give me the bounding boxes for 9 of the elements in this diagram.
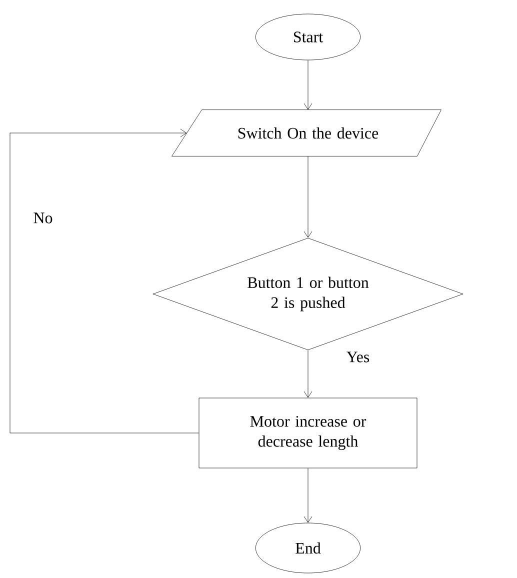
arrow [304, 350, 312, 398]
input-parallelogram: Switch On the device [172, 110, 442, 156]
arrow [304, 468, 312, 523]
process-box: Motor increase or decrease length [198, 398, 418, 468]
arrow [304, 156, 312, 238]
edge-label: No [32, 212, 54, 224]
arrow [304, 60, 312, 110]
arrow [10, 128, 199, 434]
edge-label: Yes [345, 350, 371, 364]
